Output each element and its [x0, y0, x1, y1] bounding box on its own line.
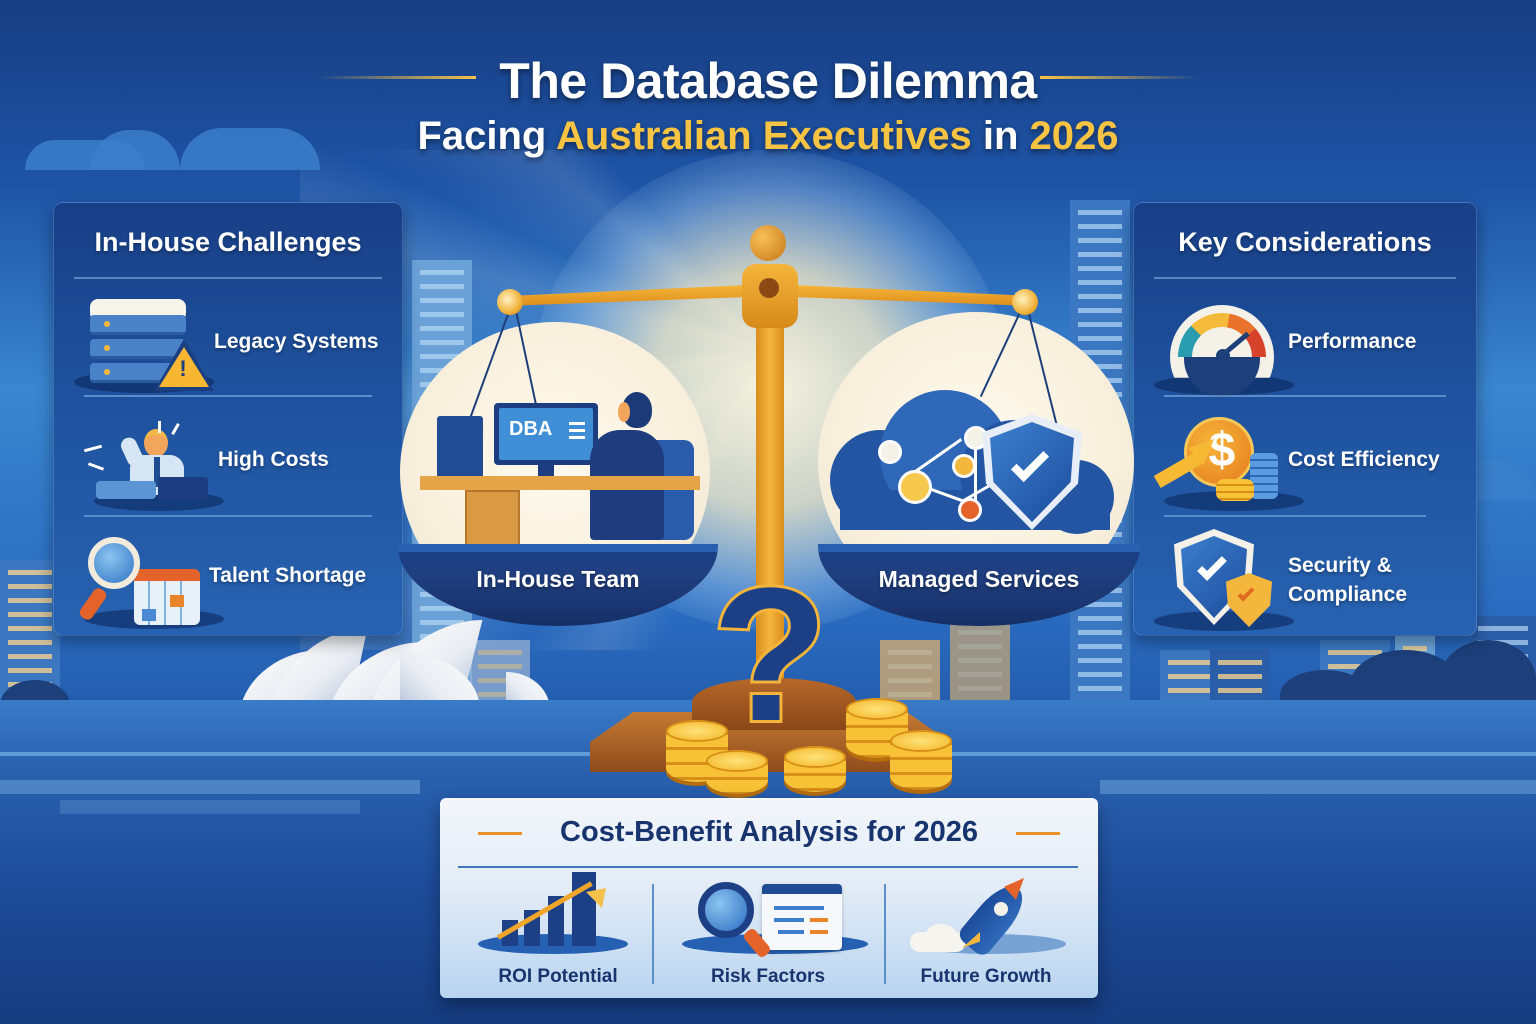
desk-drawer [465, 490, 520, 546]
divider [458, 866, 1078, 868]
analysis-risk-factors: Risk Factors [668, 874, 868, 994]
consideration-label: Performance [1288, 330, 1417, 353]
challenge-label: Talent Shortage [209, 564, 367, 587]
analysis-roi-potential: ROI Potential [458, 872, 658, 994]
title-rule-left [318, 76, 476, 79]
scale-pivot-hole [759, 278, 779, 298]
pan-label-managed-services: Managed Services [878, 566, 1080, 592]
monitor-text: DBA [509, 418, 553, 440]
cost-benefit-analysis-card: Cost-Benefit Analysis for 2026 ROI Poten… [440, 798, 1098, 998]
scale-pedestal [692, 678, 856, 730]
consideration-label: Security & Compliance [1288, 551, 1407, 609]
divider [1164, 515, 1426, 517]
water-reflection [0, 780, 420, 794]
managed-shield-icon [982, 414, 1082, 534]
question-mark-icon: ? [709, 549, 831, 761]
dba-person-face [618, 402, 630, 422]
challenge-talent-shortage: Talent Shortage [54, 523, 402, 633]
divider [84, 515, 372, 517]
rocket-icon [886, 874, 1086, 960]
dba-monitor: DBA [494, 403, 598, 465]
subtitle-highlight: Australian Executives [556, 114, 972, 158]
analysis-label: Future Growth [920, 966, 1052, 987]
consideration-label-line-2: Compliance [1288, 583, 1408, 606]
server-warning-icon: ! [90, 299, 220, 391]
monitor-stand [538, 465, 554, 477]
rising-bar-chart-icon [458, 872, 658, 960]
consideration-performance: Performance [1134, 289, 1476, 399]
title-dash [478, 832, 522, 835]
magnifier-calendar-icon [77, 533, 212, 629]
divider [884, 884, 886, 984]
challenge-label: High Costs [218, 448, 329, 471]
pan-label-in-house-team: In-House Team [476, 566, 640, 592]
divider [1154, 277, 1456, 279]
title-rule-right [1040, 76, 1198, 79]
scale-top-knob [750, 225, 786, 261]
subtitle-year: 2026 [1029, 114, 1119, 158]
analysis-label: ROI Potential [498, 966, 618, 987]
panel-title: In-House Challenges [94, 227, 362, 257]
computer-tower [437, 416, 483, 478]
divider [84, 395, 372, 397]
divider [74, 277, 382, 279]
consideration-cost-efficiency: $ Cost Efficiency [1134, 407, 1476, 517]
challenge-label: Legacy Systems [214, 330, 379, 353]
divider [652, 884, 654, 984]
desk [420, 476, 700, 490]
subtitle-mid: in [982, 114, 1019, 158]
dollar-coin-icon: $ [1153, 417, 1284, 507]
page-subtitle: Facing Australian Executives in 2026 [0, 114, 1536, 159]
challenge-legacy-systems: ! Legacy Systems [54, 289, 402, 399]
page-title: The Database Dilemma [499, 53, 1037, 109]
scale-pillar [756, 280, 784, 700]
page-header: The Database Dilemma Facing Australian E… [0, 52, 1536, 159]
in-house-challenges-panel: In-House Challenges ! Legacy Systems [53, 202, 403, 636]
analysis-title: Cost-Benefit Analysis for 2026 [560, 816, 978, 848]
analysis-future-growth: Future Growth [886, 874, 1086, 994]
scale-left-end [497, 289, 523, 315]
key-considerations-panel: Key Considerations Performance $ Cost Ef… [1133, 202, 1477, 636]
subtitle-prefix: Facing [417, 114, 547, 158]
shield-check-icon [1174, 529, 1284, 629]
magnifier-report-icon [668, 874, 868, 960]
water-reflection [60, 800, 360, 814]
panel-title: Key Considerations [1178, 227, 1432, 257]
challenge-high-costs: High Costs [54, 407, 402, 517]
speedometer-icon [1170, 305, 1274, 397]
title-dash [1016, 832, 1060, 835]
consideration-label: Cost Efficiency [1288, 448, 1440, 471]
divider [1164, 395, 1446, 397]
cloud [180, 128, 320, 170]
consideration-security-compliance: Security & Compliance [1134, 523, 1476, 633]
analysis-label: Risk Factors [710, 966, 826, 987]
scale-right-end [1012, 289, 1038, 315]
stressed-worker-icon [83, 421, 214, 511]
consideration-label-line-1: Security & [1288, 554, 1392, 577]
coin-stacks [660, 690, 960, 800]
water-reflection [1100, 780, 1536, 794]
